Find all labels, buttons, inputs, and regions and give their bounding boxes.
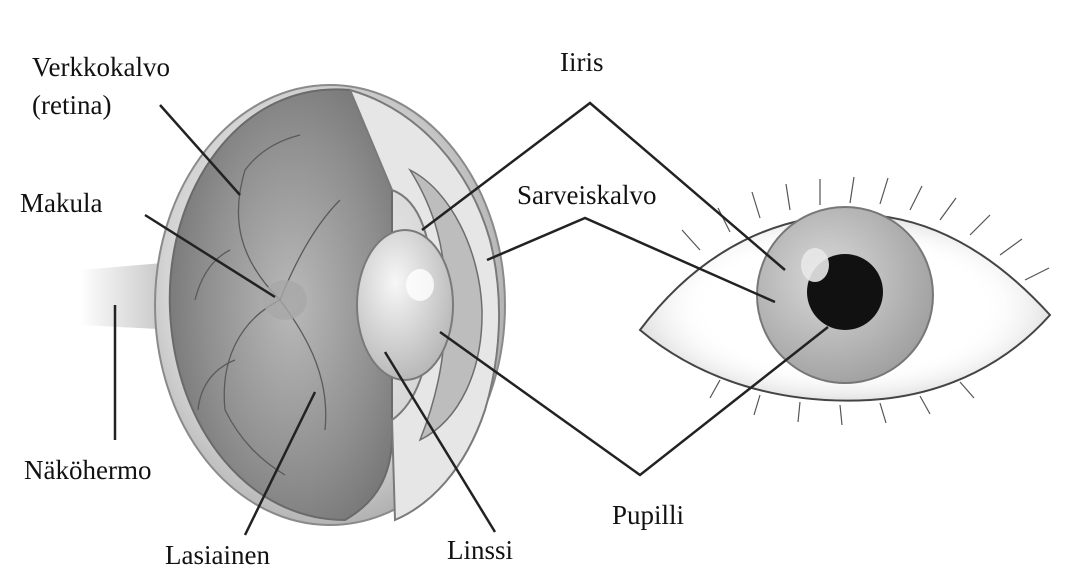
label-linssi: Linssi bbox=[447, 535, 513, 565]
label-nakohermo: Näköhermo bbox=[24, 455, 151, 485]
label-sarveiskalvo: Sarveiskalvo bbox=[517, 180, 656, 210]
macula-spot bbox=[263, 280, 307, 320]
eyeball-cross-section bbox=[155, 85, 505, 525]
external-eye bbox=[640, 177, 1050, 425]
label-makula: Makula bbox=[20, 188, 102, 218]
label-iiris: Iiris bbox=[560, 47, 604, 77]
lens bbox=[357, 230, 453, 380]
label-pupilli: Pupilli bbox=[612, 500, 684, 530]
label-verkkokalvo: Verkkokalvo bbox=[32, 52, 170, 82]
label-retina: (retina) bbox=[32, 90, 111, 120]
label-lasiainen: Lasiainen bbox=[165, 540, 270, 570]
